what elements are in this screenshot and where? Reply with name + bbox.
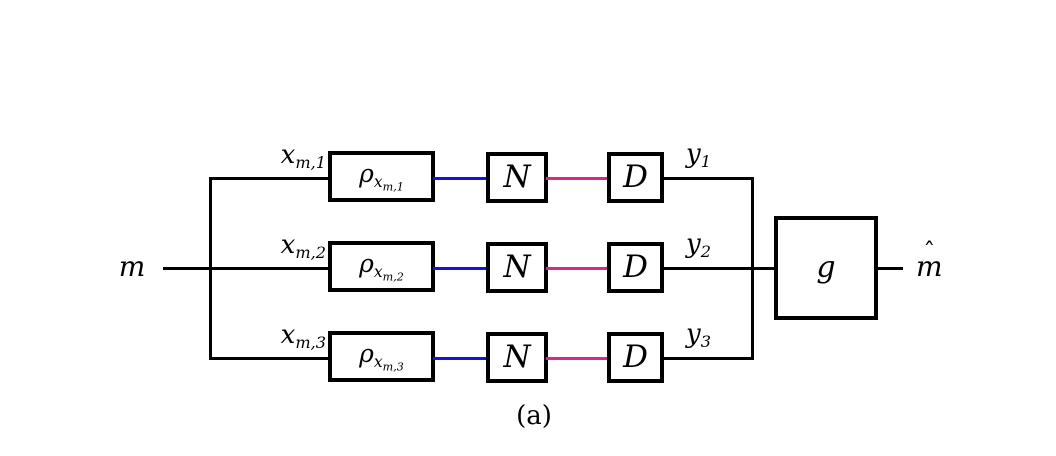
branch-output-label-1: y1 [686,139,711,171]
decoder-box-1: D [607,152,664,203]
combiner-label: g [816,250,836,285]
caption: (a) [516,401,552,431]
output-wire [877,267,903,270]
input-label-m: m [118,250,146,283]
branch-input-label-1: xm,1 [280,140,326,172]
branch-input-wire-1 [209,177,330,180]
channel-box-3: N [486,332,548,383]
channel-box-1: N [486,152,548,203]
encoder-label-1: ρxm,1 [359,158,404,193]
hat-accent: ˆ [923,237,936,266]
branch-output-wire-2 [662,267,754,270]
channel-label-2: N [503,249,531,285]
branch-output-wire-1 [662,177,754,180]
input-wire [163,267,210,270]
encoder-channel-wire-1 [433,177,488,180]
encoder-box-3: ρxm,3 [328,331,435,382]
merge-bus [751,177,754,360]
decoder-box-3: D [607,332,664,383]
branch-input-label-3: xm,3 [280,320,326,352]
branch-output-label-3: y3 [686,319,711,351]
combiner-box: g [774,216,878,320]
channel-box-2: N [486,242,548,293]
channel-label-3: N [503,339,531,375]
encoder-label-3: ρxm,3 [359,338,404,373]
branch-output-label-2: y2 [686,229,711,261]
decoder-label-1: D [623,159,648,195]
encoder-box-1: ρxm,1 [328,151,435,202]
channel-decoder-wire-2 [546,267,609,270]
branch-input-wire-2 [209,267,330,270]
encoder-box-2: ρxm,2 [328,241,435,292]
decoder-label-2: D [623,249,648,285]
branch-input-wire-3 [209,357,330,360]
encoder-channel-wire-3 [433,357,488,360]
branch-output-wire-3 [662,357,754,360]
channel-decoder-wire-1 [546,177,609,180]
decoder-label-3: D [623,339,648,375]
combiner-input-wire [753,267,775,270]
branch-input-label-2: xm,2 [280,230,326,262]
encoder-channel-wire-2 [433,267,488,270]
channel-label-1: N [503,159,531,195]
decoder-box-2: D [607,242,664,293]
encoder-label-2: ρxm,2 [359,248,404,283]
channel-decoder-wire-3 [546,357,609,360]
